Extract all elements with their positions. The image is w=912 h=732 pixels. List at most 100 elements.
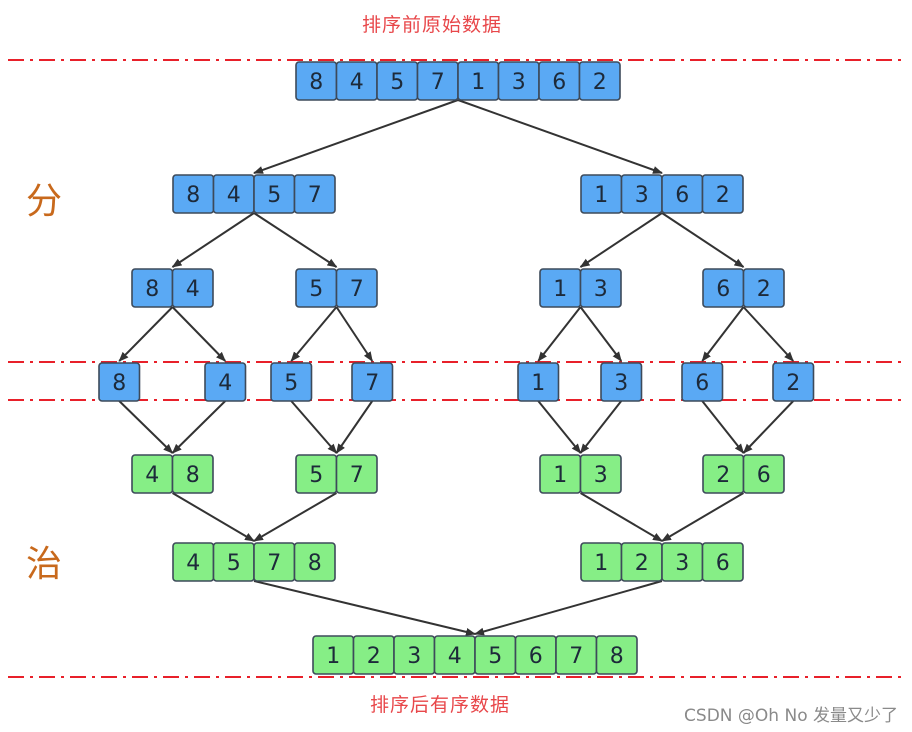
merge-cell [171,454,214,494]
merge-cell-value: 8 [308,551,322,576]
merge-cell-value: 2 [716,463,730,488]
merge-cell-value: 4 [145,463,159,488]
split-cell-value: 3 [614,371,628,396]
split-cell-value: 2 [593,70,607,95]
split-cell [335,268,378,308]
merge-cell [742,454,785,494]
merge-cell-value: 3 [675,551,689,576]
arrow [290,306,338,362]
arrow [579,212,663,268]
arrow [457,99,663,174]
split-group: 2 [772,362,815,402]
split-group: 7 [351,362,394,402]
split-cell [681,362,724,402]
split-cell-value: 6 [552,70,566,95]
merge-cell-value: 1 [594,551,608,576]
merge-cell [579,454,622,494]
split-cell-value: 4 [218,371,232,396]
split-cell-value: 1 [531,371,545,396]
merge-cell-value: 3 [594,463,608,488]
split-cell-value: 6 [695,371,709,396]
arrow [171,212,255,268]
arrow [579,492,663,542]
merge-cell-value: 7 [569,644,583,669]
merge-cell [595,635,638,675]
split-cell [772,362,815,402]
merge-cell-value: 6 [757,463,771,488]
arrow [335,400,374,454]
split-cell-value: 2 [716,183,730,208]
split-phase-label: 分 [26,181,63,222]
split-cell [701,174,744,214]
split-cell-value: 5 [309,277,323,302]
merge-cell-value: 5 [488,644,502,669]
merge-cell-value: 5 [309,463,323,488]
split-cell [171,268,214,308]
merge-cell-value: 8 [610,644,624,669]
arrow [118,306,174,362]
arrow [742,306,794,362]
merge-cell-value: 4 [448,644,462,669]
arrow [579,306,623,362]
split-cell-value: 1 [553,277,567,302]
split-group: 8 [98,362,141,402]
merge-cell [701,542,744,582]
arrow [253,212,338,268]
merge-cell-value: 1 [326,644,340,669]
arrow [579,400,623,454]
split-cell [351,362,394,402]
top-title: 排序前原始数据 [362,14,503,36]
split-cell [578,61,621,101]
split-cell-value: 2 [786,371,800,396]
arrow [537,400,582,454]
merge-cell-value: 8 [186,463,200,488]
split-cell-value: 8 [145,277,159,302]
arrow [701,400,745,454]
split-cell-value: 5 [267,183,281,208]
split-cell [742,268,785,308]
split-cell-value: 3 [594,277,608,302]
merge-cell-value: 1 [553,463,567,488]
split-cell-value: 4 [350,70,364,95]
arrow [661,492,745,542]
split-cell-value: 7 [431,70,445,95]
arrow [171,492,255,542]
split-cell [517,362,560,402]
split-cell-value: 7 [350,277,364,302]
split-cell-value: 6 [716,277,730,302]
split-cell-value: 6 [675,183,689,208]
split-cell-value: 5 [390,70,404,95]
split-cell-value: 8 [112,371,126,396]
arrow [171,306,226,362]
arrow [701,306,745,362]
arrow [661,212,745,268]
split-cell-value: 8 [309,70,323,95]
merge-cell-value: 7 [350,463,364,488]
split-cell-value: 8 [186,183,200,208]
arrow [253,492,338,542]
split-group: 6 [681,362,724,402]
arrow [171,400,226,454]
split-cell [204,362,247,402]
merge-cell-value: 5 [227,551,241,576]
split-group: 3 [600,362,643,402]
split-cell-value: 2 [757,277,771,302]
merge-cell-value: 7 [267,551,281,576]
split-cell [579,268,622,308]
split-cell-value: 7 [308,183,322,208]
split-cell-value: 3 [512,70,526,95]
merge-cell-value: 3 [407,644,421,669]
